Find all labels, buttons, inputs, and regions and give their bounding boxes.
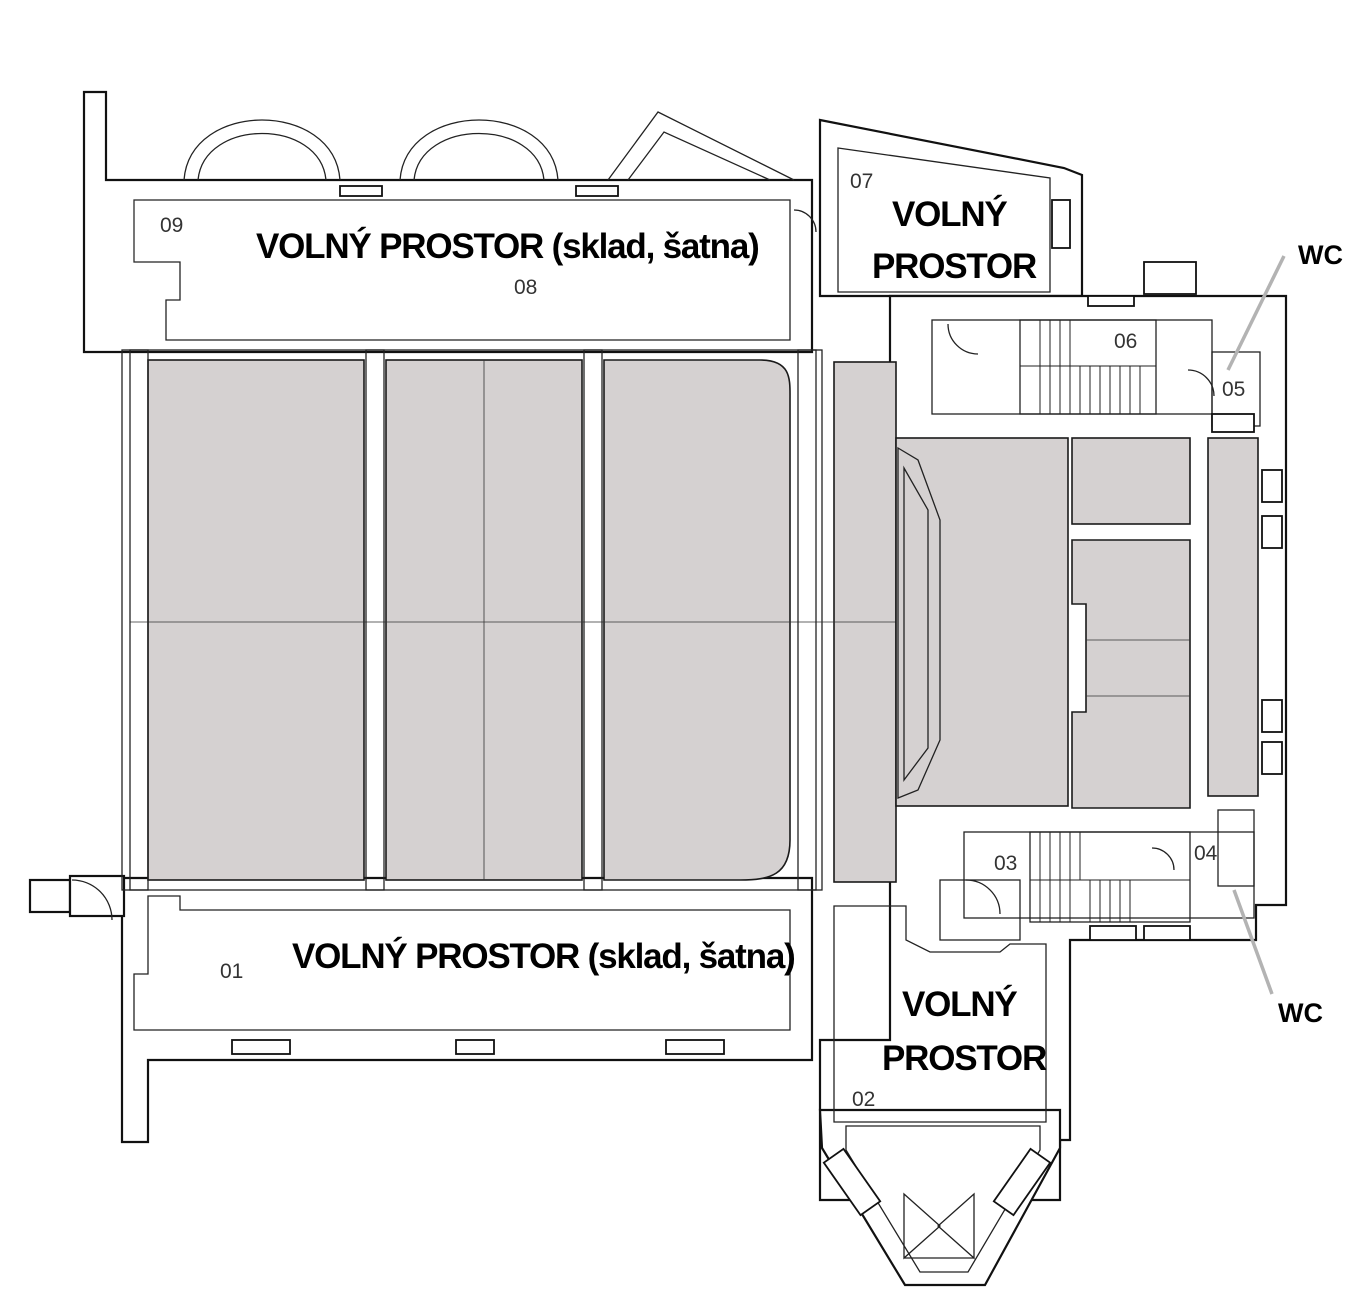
room-07-label-line2: PROSTOR [872,247,1037,286]
room-02-label-line1: VOLNÝ [902,984,1017,1024]
room-02-outline [833,905,1047,1123]
wc-bottom-label: WC [1278,998,1323,1028]
room-07-number: 07 [850,170,873,193]
room-05-number: 05 [1222,378,1245,401]
room-06-number: 06 [1114,330,1137,353]
room-01-number: 01 [220,960,243,983]
wc-top-label: WC [1298,240,1343,270]
room-02-number: 02 [852,1088,875,1111]
stairs-06 [1019,319,1157,415]
room-08-number: 08 [514,276,537,299]
stairs-03 [1029,831,1191,923]
entrance-tower [822,1125,1052,1273]
room-08-outline [133,199,791,341]
room-03-number: 03 [994,852,1017,875]
labels: 09 VOLNÝ PROSTOR (sklad, šatna) 08 07 VO… [160,170,1245,1111]
room-09-number: 09 [160,214,183,237]
north-bays [183,111,795,197]
room-07-label-line1: VOLNÝ [892,194,1007,234]
main-hall [71,209,900,921]
room-01-label: VOLNÝ PROSTOR (sklad, šatna) [292,936,795,976]
wc-bottom-leader [1232,889,1274,995]
wc-callouts: WC WC [1226,240,1343,1028]
room-01-outline [133,895,791,1055]
wc-top-leader [1226,255,1286,371]
east-block [895,261,1283,941]
room-07-outline [837,147,1071,293]
room-04-number: 04 [1194,842,1218,865]
room-02-label-line2: PROSTOR [882,1039,1047,1078]
room-08-label: VOLNÝ PROSTOR (sklad, šatna) [256,226,759,266]
